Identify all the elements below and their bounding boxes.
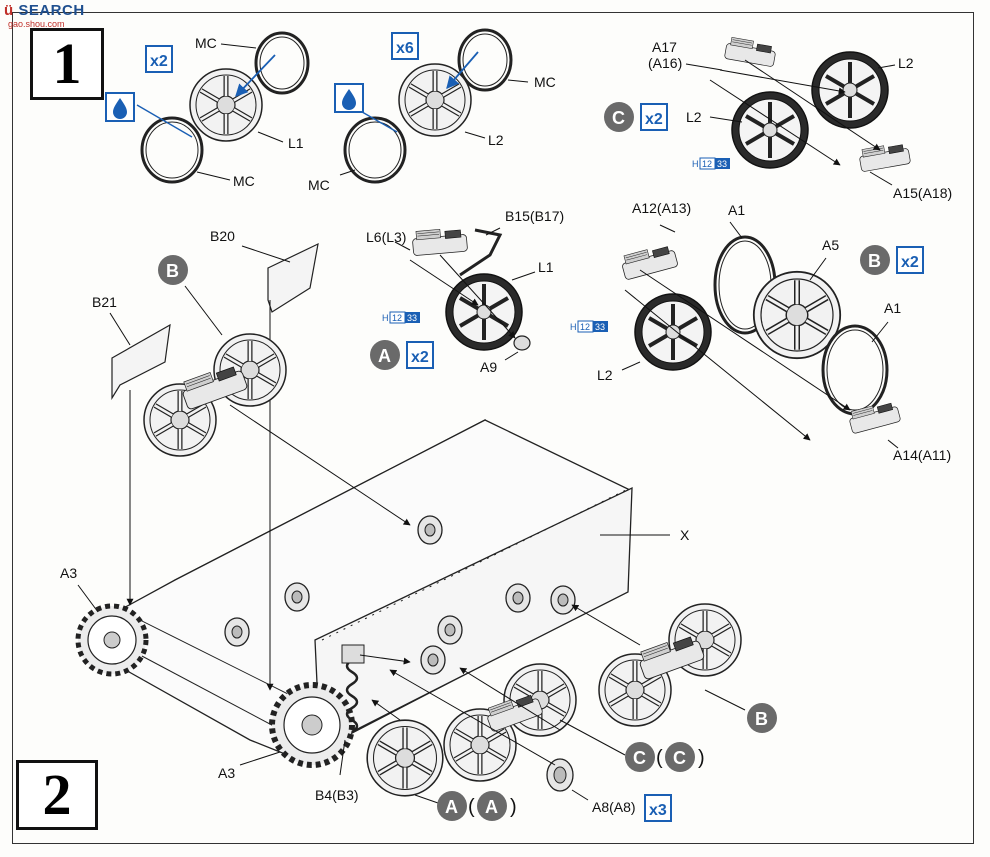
svg-text:B: B (755, 709, 768, 729)
svg-text:12: 12 (580, 322, 590, 332)
label-a3-left: A3 (60, 565, 77, 581)
paren-c-open: ( (656, 747, 663, 769)
paren-a-open: ( (468, 796, 475, 818)
label-l2-tr2: L2 (686, 109, 702, 125)
suspension-spring (339, 644, 411, 776)
svg-text:B: B (868, 251, 881, 271)
multiplier-x2-d: x2 (896, 246, 924, 274)
badge-c-bottom-2: C (665, 742, 695, 772)
label-l2-top: L2 (488, 132, 504, 148)
svg-text:x3: x3 (649, 802, 667, 819)
glue-icon-2 (334, 83, 364, 113)
badge-a-bottom-1: A (437, 791, 467, 821)
bracket-b21 (111, 323, 171, 401)
svg-text:A: A (445, 797, 458, 817)
svg-text:H: H (382, 313, 389, 323)
label-l2-tr1: L2 (898, 55, 914, 71)
label-a15: A15(A18) (893, 185, 952, 201)
hull-x (89, 419, 670, 761)
svg-text:A: A (485, 797, 498, 817)
svg-text:C: C (612, 108, 625, 128)
label-a16: (A16) (648, 55, 682, 71)
label-mc-1: MC (195, 35, 217, 51)
svg-text:A: A (378, 346, 391, 366)
bogie-b-bottom (571, 604, 746, 726)
svg-text:x2: x2 (411, 349, 429, 366)
page-frame (12, 12, 974, 844)
svg-text:x2: x2 (645, 111, 663, 128)
label-x: X (680, 527, 690, 543)
badge-b-bottom: B (747, 703, 777, 733)
svg-text:33: 33 (595, 322, 605, 332)
svg-text:33: 33 (717, 159, 727, 169)
label-a9: A9 (480, 359, 497, 375)
badge-c-top: C (604, 102, 634, 132)
label-b20: B20 (210, 228, 235, 244)
svg-text:12: 12 (392, 313, 402, 323)
step-number-2: 2 (16, 760, 98, 830)
bogie-b-assembly (619, 221, 902, 449)
label-mc-4: MC (308, 177, 330, 193)
paren-a-close: ) (510, 796, 517, 818)
svg-text:C: C (633, 748, 646, 768)
svg-text:C: C (673, 748, 686, 768)
svg-text:12: 12 (702, 159, 712, 169)
multiplier-x3: x3 (644, 794, 672, 822)
label-a12: A12(A13) (632, 200, 691, 216)
label-l1-top: L1 (288, 135, 304, 151)
label-l1-mid: L1 (538, 259, 554, 275)
label-b15: B15(B17) (505, 208, 564, 224)
svg-text:x6: x6 (396, 40, 414, 57)
paint-code-1: H 12 33 (692, 157, 730, 170)
multiplier-x2-b: x2 (640, 103, 668, 131)
label-l6: L6(L3) (366, 229, 406, 245)
svg-text:B: B (166, 261, 179, 281)
label-a3-bottom: A3 (218, 765, 235, 781)
label-a14: A14(A11) (893, 447, 951, 463)
label-a5: A5 (822, 237, 839, 253)
road-wheel-a (367, 699, 443, 804)
label-a8: A8(A8) (592, 799, 636, 815)
watermark-text: ü SEARCH (4, 2, 85, 19)
svg-text:33: 33 (407, 313, 417, 323)
bogie-b-left (144, 285, 411, 526)
badge-a-center: A (370, 340, 400, 370)
watermark-subtext: gao.shou.com (8, 19, 65, 29)
multiplier-x6: x6 (391, 32, 419, 60)
sprocket-left (75, 603, 149, 677)
label-l2-right: L2 (597, 367, 613, 383)
sprocket-bottom (269, 682, 355, 768)
label-b21: B21 (92, 294, 117, 310)
bracket-b20 (267, 242, 319, 313)
label-a17: A17 (652, 39, 677, 55)
badge-b-right: B (860, 245, 890, 275)
svg-text:H: H (692, 159, 699, 169)
idler-hub-a8 (389, 669, 589, 801)
glue-icon (105, 92, 135, 122)
svg-text:H: H (570, 322, 577, 332)
multiplier-x2-c: x2 (406, 341, 434, 369)
multiplier-x2-a: x2 (145, 45, 173, 73)
badge-c-bottom-1: C (625, 742, 655, 772)
svg-text:x2: x2 (150, 53, 168, 70)
paren-c-close: ) (698, 747, 705, 769)
label-mc-2: MC (233, 173, 255, 189)
bogie-c-assembly (685, 36, 912, 186)
paint-code-3: H 12 33 (570, 320, 608, 333)
wheel-l1-assembly (136, 31, 310, 184)
badge-a-bottom-2: A (477, 791, 507, 821)
label-a1-top: A1 (728, 202, 745, 218)
label-a1-right: A1 (884, 300, 901, 316)
label-b4: B4(B3) (315, 787, 359, 803)
bogie-c-bottom (444, 664, 626, 781)
bogie-a-assembly (394, 226, 536, 361)
paint-code-2: H 12 33 (382, 311, 420, 324)
badge-b-topleft: B (158, 255, 188, 285)
label-mc-3: MC (534, 74, 556, 90)
svg-text:x2: x2 (901, 254, 919, 271)
wheel-l2-assembly (339, 28, 529, 184)
step-number-1: 1 (30, 28, 104, 100)
